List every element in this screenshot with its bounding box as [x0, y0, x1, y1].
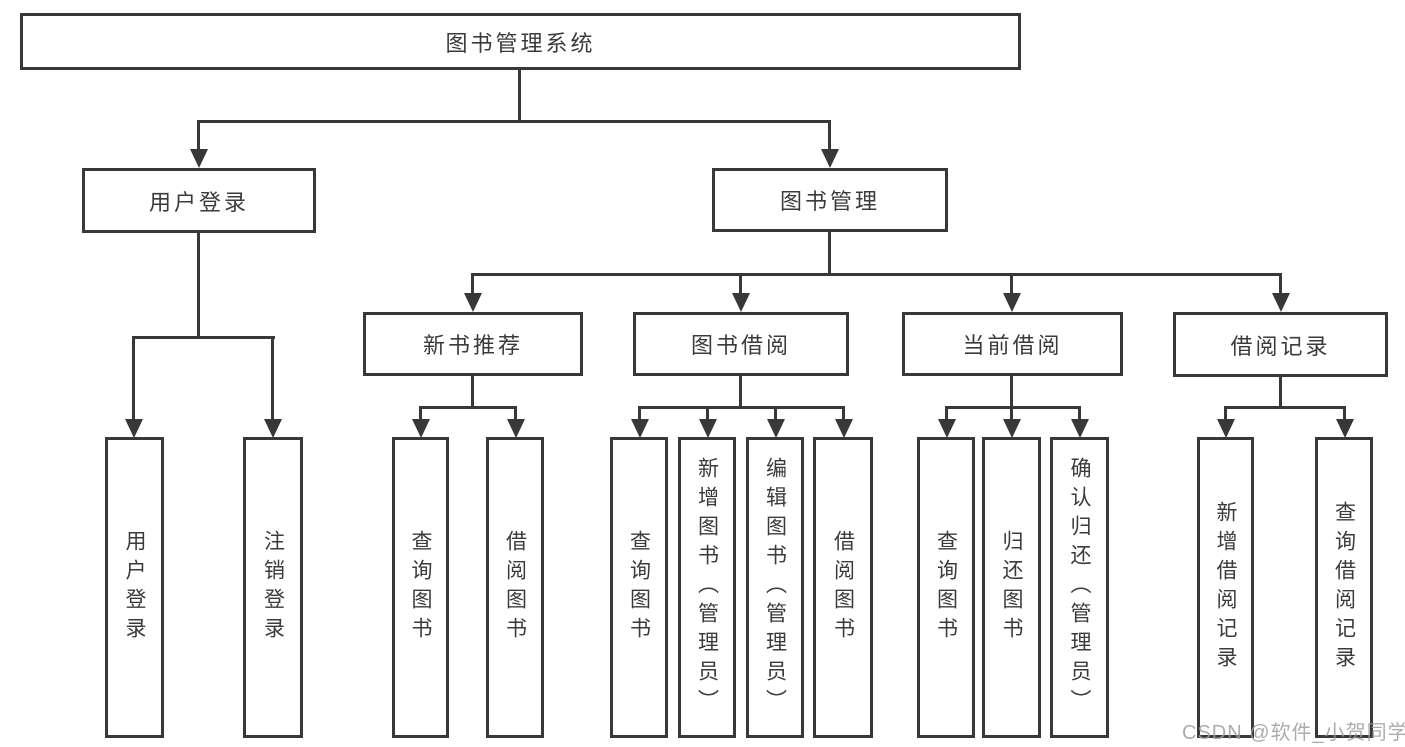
- node-book-borrowing: 图书借阅: [633, 312, 849, 376]
- arrow-down-icon: [732, 293, 750, 312]
- connector-line: [706, 406, 709, 423]
- leaf-query-books-current: 查询图书: [917, 437, 975, 738]
- node-label: 图书借阅: [690, 333, 791, 358]
- leaf-confirm-return-admin: 确认归还（管理员）: [1050, 437, 1109, 738]
- node-label: 新书推荐: [422, 333, 523, 358]
- arrow-down-icon: [1003, 293, 1021, 312]
- arrow-down-icon: [767, 419, 785, 438]
- node-label: 图书管理系统: [445, 30, 596, 56]
- node-label: 用户登录: [123, 529, 147, 646]
- node-user-login: 用户登录: [82, 168, 316, 233]
- csdn-watermark: CSDN @软件_小贺同学: [1182, 722, 1405, 744]
- connector-line: [197, 120, 200, 153]
- node-label: 归还图书: [1000, 529, 1024, 646]
- connector-line: [1078, 406, 1081, 423]
- node-label: 新增借阅记录: [1214, 500, 1238, 675]
- arrow-down-icon: [1336, 419, 1354, 438]
- arrow-down-icon: [938, 419, 956, 438]
- connector-line: [638, 406, 845, 409]
- connector-line: [514, 406, 517, 423]
- connector-line: [1010, 273, 1013, 298]
- connector-line: [1010, 406, 1013, 423]
- connector-line: [419, 406, 517, 409]
- arrow-down-icon: [1217, 419, 1235, 438]
- leaf-return-books: 归还图书: [982, 437, 1041, 738]
- node-label: 图书管理: [779, 189, 880, 214]
- connector-line: [197, 120, 831, 123]
- node-label: 查询图书: [627, 529, 651, 646]
- connector-line: [739, 375, 742, 409]
- leaf-logout: 注销登录: [243, 437, 303, 738]
- node-borrowing-records: 借阅记录: [1173, 312, 1388, 377]
- leaf-edit-books-admin: 编辑图书（管理员）: [746, 437, 804, 738]
- node-label: 用户登录: [148, 189, 249, 215]
- connector-line: [1010, 375, 1013, 409]
- arrow-down-icon: [190, 149, 208, 168]
- leaf-query-books-recommend: 查询图书: [392, 437, 449, 738]
- connector-line: [132, 336, 135, 423]
- arrow-down-icon: [464, 293, 482, 312]
- leaf-add-borrow-record: 新增借阅记录: [1197, 437, 1254, 738]
- connector-line: [774, 406, 777, 423]
- node-label: 查询图书: [934, 529, 958, 646]
- node-label: 新增图书（管理员）: [695, 457, 719, 718]
- node-label: 查询图书: [409, 529, 433, 646]
- connector-line: [739, 273, 742, 298]
- connector-line: [471, 375, 474, 409]
- arrow-down-icon: [1071, 419, 1089, 438]
- node-label: 借阅图书: [503, 529, 527, 646]
- arrow-down-icon: [264, 419, 282, 438]
- connector-line: [1224, 406, 1346, 409]
- connector-line: [132, 336, 275, 339]
- connector-line: [471, 273, 474, 298]
- arrow-down-icon: [835, 419, 853, 438]
- arrow-down-icon: [699, 419, 717, 438]
- arrow-down-icon: [125, 419, 143, 438]
- arrow-down-icon: [412, 419, 430, 438]
- node-book-management: 图书管理: [712, 168, 948, 232]
- arrow-down-icon: [1003, 419, 1021, 438]
- connector-line: [1343, 406, 1346, 423]
- connector-line: [828, 120, 831, 153]
- node-label: 确认归还（管理员）: [1068, 457, 1092, 718]
- connector-line: [1279, 376, 1282, 409]
- node-label: 借阅图书: [831, 529, 855, 646]
- connector-line: [197, 232, 200, 339]
- connector-line: [518, 69, 521, 122]
- connector-line: [828, 231, 831, 276]
- connector-line: [419, 406, 422, 423]
- arrow-down-icon: [1272, 293, 1290, 312]
- arrow-down-icon: [631, 419, 649, 438]
- connector-line: [638, 406, 641, 423]
- connector-line: [271, 336, 274, 423]
- leaf-add-books-admin: 新增图书（管理员）: [678, 437, 736, 738]
- leaf-borrow-books-recommend: 借阅图书: [486, 437, 544, 738]
- node-current-borrowing: 当前借阅: [902, 312, 1123, 376]
- node-label: 当前借阅: [962, 333, 1063, 358]
- arrow-down-icon: [821, 149, 839, 168]
- leaf-borrow-books: 借阅图书: [813, 437, 873, 738]
- connector-line: [945, 406, 1081, 409]
- connector-line: [1279, 273, 1282, 298]
- node-new-book-recommend: 新书推荐: [363, 312, 583, 376]
- connector-line: [842, 406, 845, 423]
- node-label: 编辑图书（管理员）: [763, 457, 787, 718]
- connector-line: [471, 273, 1282, 276]
- node-label: 注销登录: [261, 529, 285, 646]
- leaf-query-books-borrow: 查询图书: [610, 437, 668, 738]
- leaf-query-borrow-record: 查询借阅记录: [1315, 437, 1373, 738]
- connector-line: [945, 406, 948, 423]
- connector-line: [1224, 406, 1227, 423]
- node-library-management-system: 图书管理系统: [20, 13, 1021, 70]
- node-label: 查询借阅记录: [1332, 500, 1356, 675]
- node-label: 借阅记录: [1230, 333, 1331, 359]
- leaf-user-login: 用户登录: [105, 437, 164, 738]
- arrow-down-icon: [507, 419, 525, 438]
